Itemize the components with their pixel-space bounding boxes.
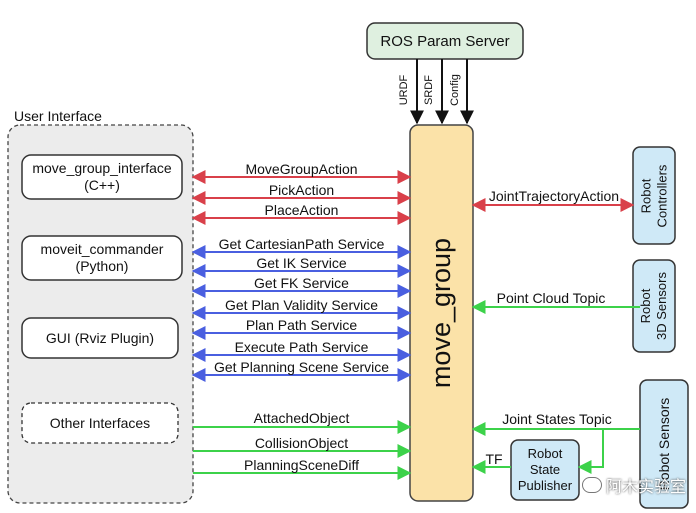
move-group-interface-box	[21, 154, 183, 200]
label-move-group-action: MoveGroupAction	[245, 161, 358, 177]
robot-controllers-line1: Robot	[638, 178, 654, 214]
user-interface-title: User Interface	[14, 108, 102, 124]
label-plan-path-service: Plan Path Service	[245, 317, 358, 333]
other-interfaces-label: Other Interfaces	[49, 414, 151, 431]
watermark-text: 阿木实验室	[605, 479, 686, 496]
label-plan-validity-service: Get Plan Validity Service	[224, 297, 379, 313]
param-label-srdf: SRDF	[423, 75, 435, 105]
robot-state-publisher-line1: Robot	[527, 446, 563, 461]
gui-rviz-box	[21, 317, 179, 359]
moveit-commander-box	[21, 235, 183, 281]
robot-3d-sensors-label: Robot 3D Sensors	[635, 260, 673, 352]
other-interfaces-box	[21, 402, 179, 444]
moveit-commander-line2: (Python)	[75, 258, 129, 274]
robot-state-publisher-line3: Publisher	[517, 478, 573, 493]
moveit-commander-line1: moveit_commander	[40, 241, 164, 257]
label-joint-states: Joint States Topic	[502, 411, 612, 427]
label-execute-path-service: Execute Path Service	[234, 339, 369, 355]
robot-state-publisher-label: Robot State Publisher	[511, 440, 579, 500]
robot-controllers-label: Robot Controllers	[636, 148, 674, 245]
label-planning-scene-service: Get Planning Scene Service	[213, 359, 390, 375]
label-ik-service: Get IK Service	[256, 255, 347, 271]
param-server-box	[366, 22, 524, 60]
gui-rviz-label: GUI (Rviz Plugin)	[45, 329, 155, 346]
arrow-joint-states-to-publisher	[577, 429, 604, 474]
label-pick-action: PickAction	[268, 182, 335, 198]
robot-controllers-line2: Controllers	[654, 164, 670, 228]
moveit-commander-label: moveit_commander (Python)	[22, 236, 182, 280]
label-place-action: PlaceAction	[264, 202, 339, 218]
param-server-label: ROS Param Server	[380, 32, 510, 50]
robot-3d-sensors-line2: 3D Sensors	[654, 272, 669, 340]
robot-sensors-box	[639, 379, 689, 509]
robot-state-publisher-line2: State	[529, 462, 561, 477]
label-joint-trajectory: JointTrajectoryAction	[488, 188, 620, 204]
label-tf: TF	[485, 451, 503, 467]
param-label-urdf: URDF	[398, 74, 410, 106]
param-label-config: Config	[449, 74, 461, 106]
label-attached-object: AttachedObject	[253, 410, 350, 426]
label-collision-object: CollisionObject	[254, 435, 349, 451]
move-group-label: move_group	[426, 237, 456, 389]
robot-controllers-box	[632, 146, 676, 245]
label-planning-scene-diff: PlanningSceneDiff	[244, 457, 359, 473]
move-group-interface-line1: move_group_interface	[32, 160, 172, 176]
watermark: 阿木实验室	[581, 473, 686, 497]
wechat-icon	[581, 477, 602, 493]
label-cartesian-path-service: Get CartesianPath Service	[218, 236, 385, 252]
label-point-cloud: Point Cloud Topic	[496, 290, 606, 306]
label-fk-service: Get FK Service	[254, 275, 349, 291]
robot-3d-sensors-line1: Robot	[638, 288, 653, 324]
move-group-interface-line2: (C++)	[84, 177, 120, 193]
move-group-interface-label: move_group_interface (C++)	[22, 155, 182, 199]
